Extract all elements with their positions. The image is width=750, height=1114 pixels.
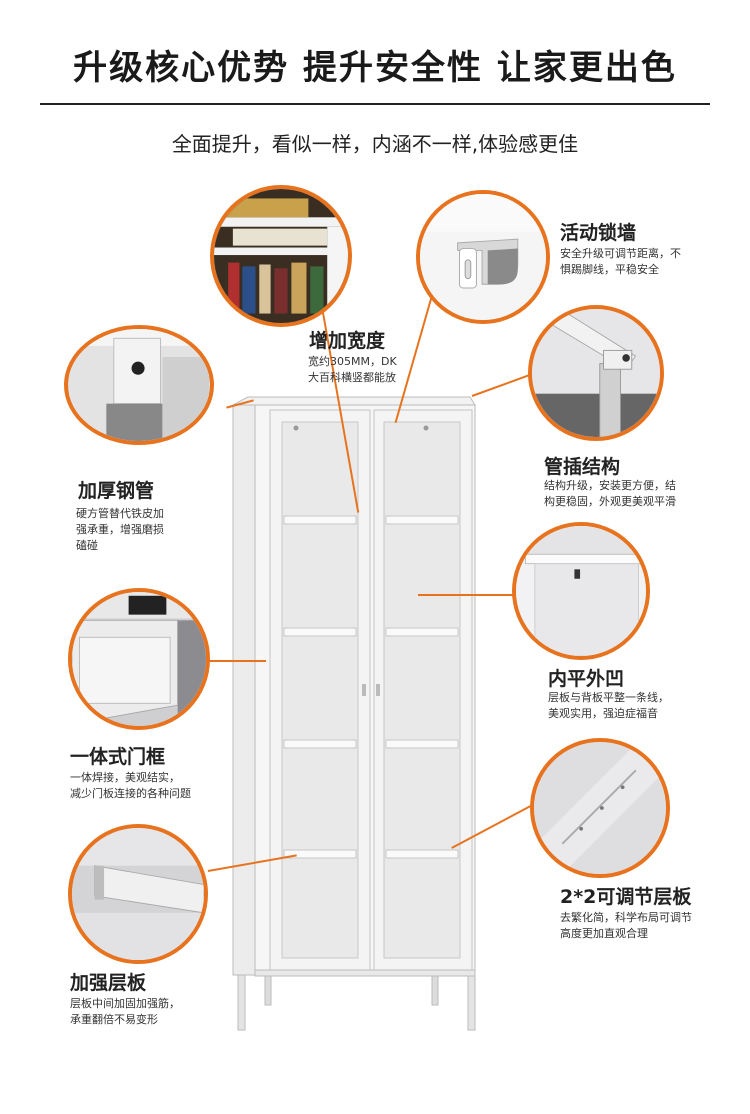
feature-title-width: 增加宽度 [309,330,386,352]
feature-desc-joint: 结构升级，安装更方便，结构更稳固，外观更美观平滑 [544,479,676,508]
feature-title-adjust: 2*2可调节层板 [560,886,692,908]
feature-desc-reinforce: 层板中间加固加强筋，承重翻倍不易变形 [70,997,180,1026]
steel-tube-photo [64,325,214,445]
feature-desc-flush: 层板与背板平整一条线，美观实用，强迫症福音 [548,691,669,720]
page-subtitle: 全面提升，看似一样，内涵不一样,体验感更佳 [171,132,579,156]
page-title: 升级核心优势 提升安全性 让家更出色 [73,48,677,88]
door-frame-photo [68,588,210,730]
feature-title-tube: 加厚钢管 [78,480,155,502]
wall-bracket-photo [416,190,550,324]
feature-title-flush: 内平外凹 [548,668,625,690]
leg-joint-photo [528,305,664,441]
feature-title-lock: 活动锁墙 [560,222,637,244]
feature-desc-frame: 一体焊接，美观结实，减少门板连接的各种问题 [70,771,191,800]
connector-line [208,660,266,662]
feature-desc-lock: 安全升级可调节距离，不惧踢脚线，平稳安全 [560,247,681,276]
shelf-back-photo [512,522,650,660]
title-divider [40,103,710,105]
bookshelf-photo [210,185,352,327]
feature-title-joint: 管插结构 [544,456,621,478]
shelf-slot-photo [530,738,670,878]
feature-title-reinforce: 加强层板 [70,972,147,994]
feature-desc-adjust: 去繁化简，科学布局可调节高度更加直观合理 [560,911,692,940]
feature-title-frame: 一体式门框 [70,746,166,768]
feature-desc-tube: 硬方管替代铁皮加强承重，增强磨损磕碰 [76,507,164,552]
connector-line [418,594,514,596]
shelf-rib-photo [68,824,208,964]
